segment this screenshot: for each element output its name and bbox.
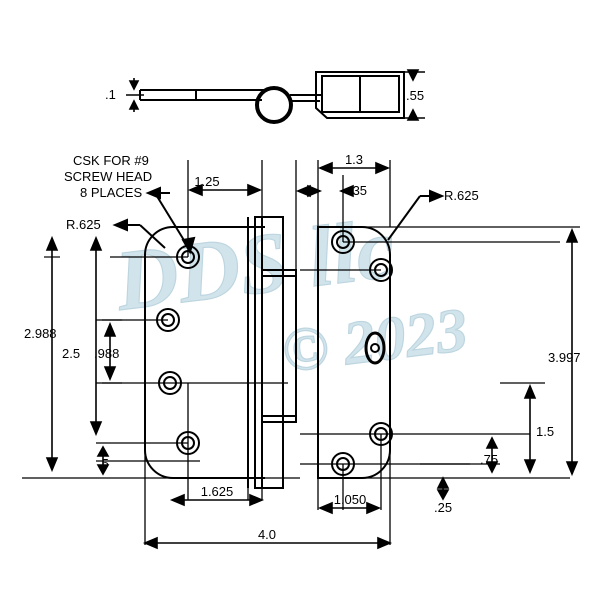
dim-1-3-label: 1.3: [345, 152, 363, 167]
dim-1-050-label: 1.050: [334, 492, 367, 507]
dim-0-25-label: .25: [434, 500, 452, 515]
dim-0-5: .5: [96, 445, 110, 476]
top-view: [139, 71, 405, 124]
dim-3-997-label: 3.997: [548, 350, 581, 365]
dim-1-5-label: 1.5: [536, 424, 554, 439]
radius-left-label: R.625: [66, 217, 101, 232]
dim-2-5-label: 2.5: [62, 346, 80, 361]
dim-1-25-label: 1.25: [194, 174, 219, 189]
top-view-left-leaf: [139, 89, 265, 101]
adjustment-slot: [364, 331, 386, 365]
dim-knuckle-depth-label: .55: [406, 88, 424, 103]
watermark-line-2: © 2023: [278, 296, 471, 386]
note-csk: CSK FOR #9 SCREW HEAD 8 PLACES: [64, 153, 196, 255]
dim-0-5-label: .5: [98, 456, 109, 471]
note-csk-line-3: 8 PLACES: [80, 185, 142, 200]
dim-knuckle-depth: .55: [404, 69, 425, 121]
dim-leaf-thickness: .1: [105, 78, 144, 112]
note-csk-line-2: SCREW HEAD: [64, 169, 152, 184]
dim-0-75-label: .75: [480, 452, 498, 467]
dim-4-0: 4.0: [142, 527, 393, 550]
dim-1-625: 1.625: [169, 484, 265, 507]
dim-2-988: 2.988: [24, 235, 60, 473]
dim-0-35: .35: [295, 183, 367, 198]
dim-3-997: 3.997: [548, 227, 581, 477]
dim-1-625-label: 1.625: [201, 484, 234, 499]
dim-1-25: 1.25: [187, 174, 263, 197]
dim-2-5: 2.5: [62, 235, 103, 437]
dim-1-050: 1.050: [317, 492, 382, 515]
front-view-knuckle: [254, 216, 297, 489]
top-view-barrel: [255, 86, 293, 124]
note-csk-line-1: CSK FOR #9: [73, 153, 149, 168]
dim-0-988-label: .988: [94, 346, 119, 361]
radius-left: R.625: [66, 217, 166, 249]
dim-4-0-label: 4.0: [258, 527, 276, 542]
dim-1-5: 1.5: [500, 382, 554, 475]
top-view-right-leaf: [315, 71, 405, 119]
dim-1-3: 1.3: [317, 152, 391, 175]
top-view-web: [290, 94, 322, 102]
radius-right: R.625: [387, 188, 479, 241]
dim-0-75: .75: [480, 436, 499, 474]
dim-leaf-thickness-label: .1: [105, 87, 116, 102]
dim-0-25: .25: [420, 463, 470, 515]
dim-2-988-label: 2.988: [24, 326, 57, 341]
radius-right-label: R.625: [444, 188, 479, 203]
dim-0-988: .988: [94, 319, 122, 384]
